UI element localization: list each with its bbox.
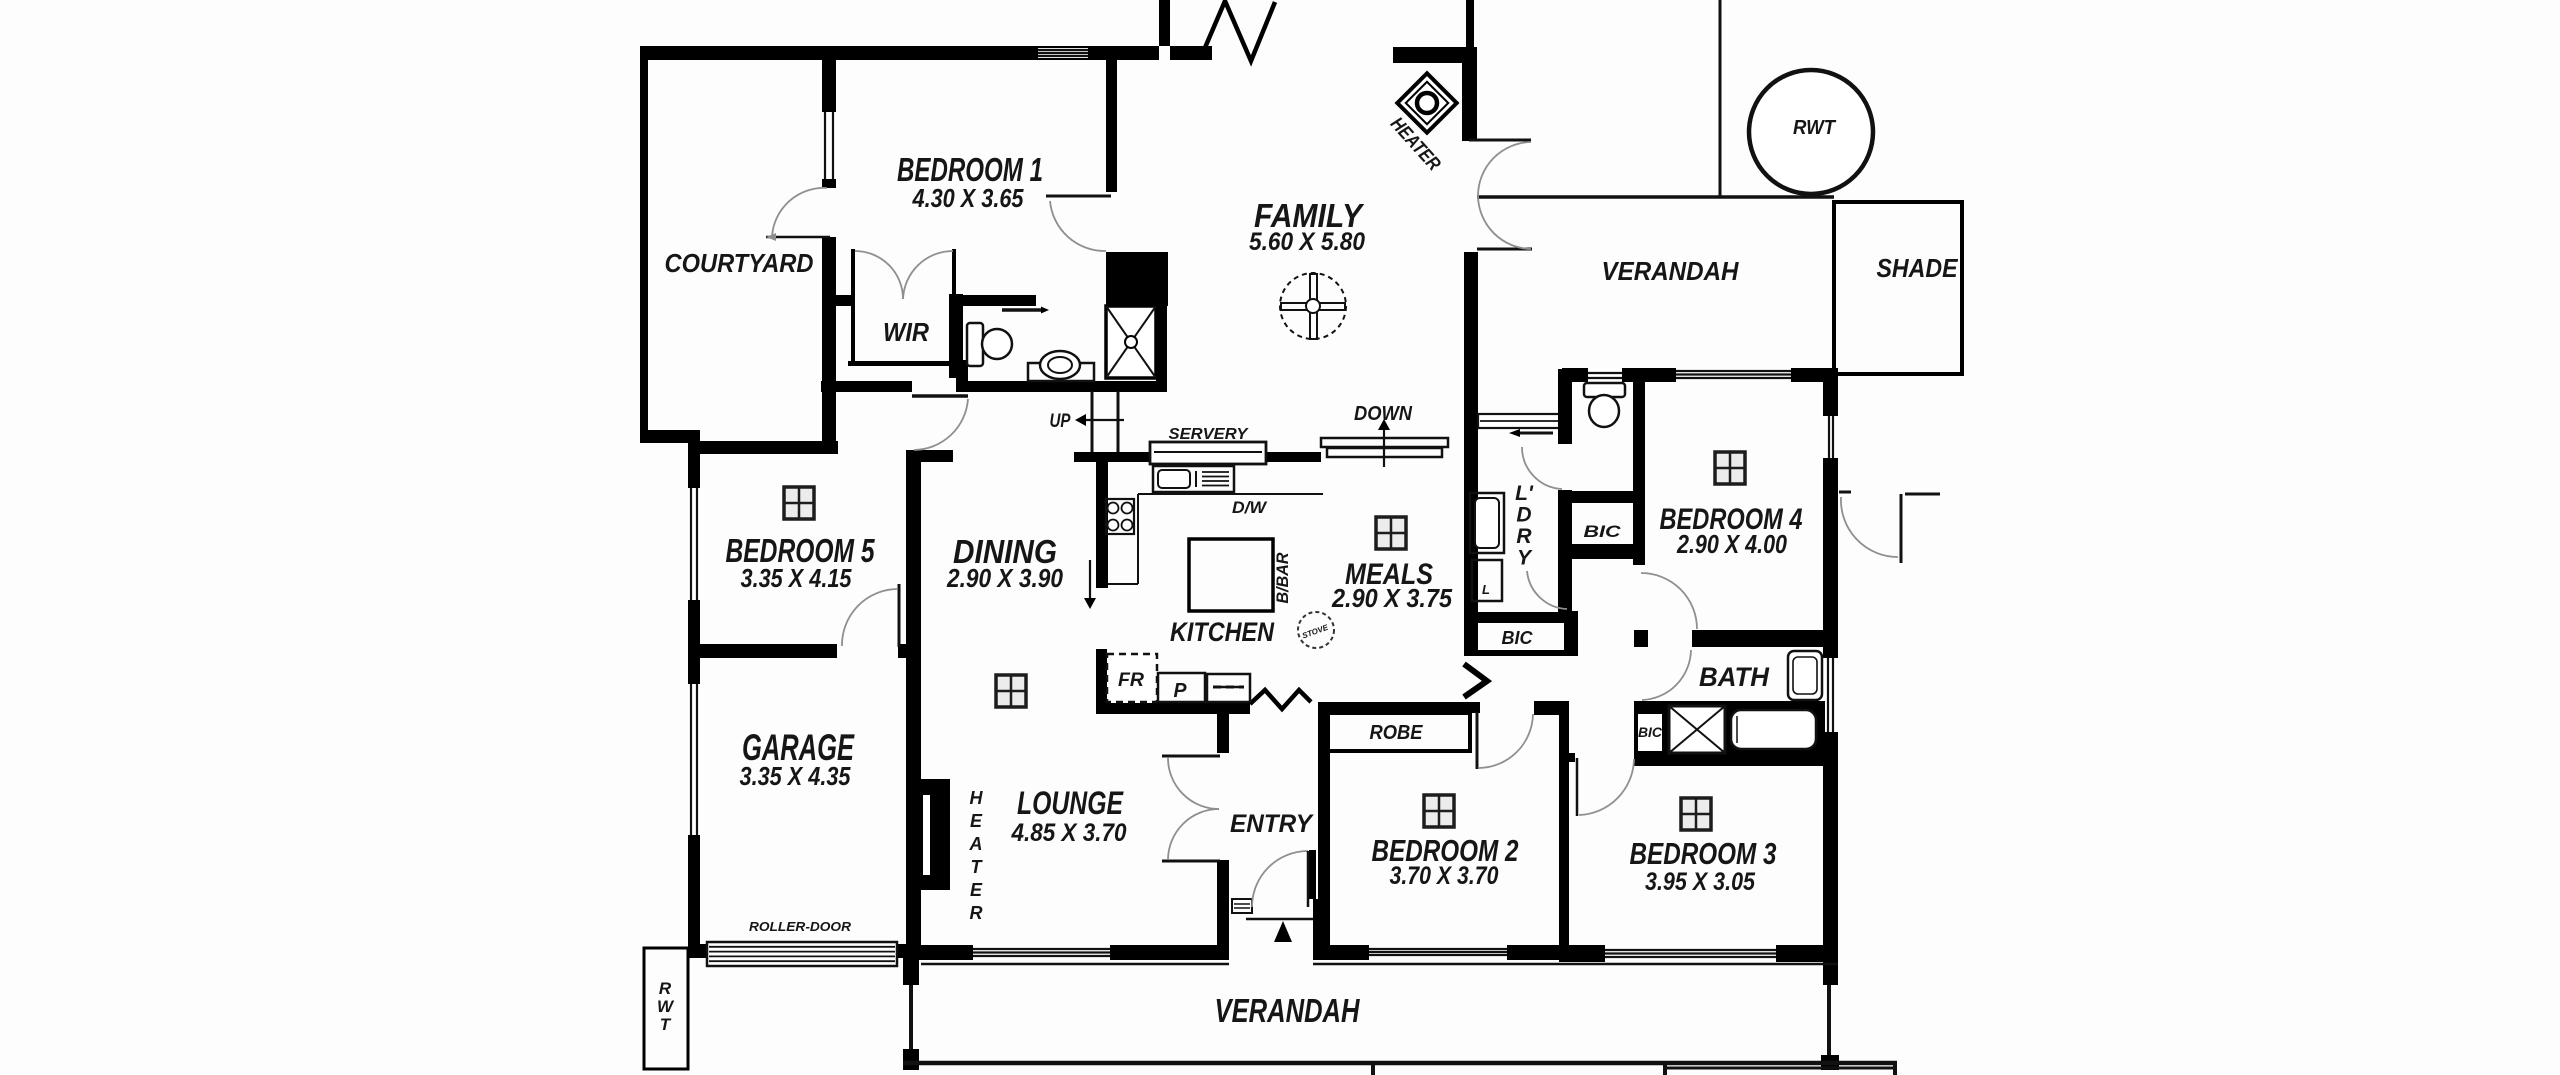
- svg-text:T: T: [971, 857, 984, 877]
- svg-text:UP: UP: [1050, 411, 1071, 432]
- svg-text:4.30 X 3.65: 4.30 X 3.65: [912, 183, 1024, 213]
- svg-text:A: A: [969, 834, 983, 854]
- svg-text:E: E: [970, 880, 983, 900]
- svg-text:R: R: [659, 979, 672, 998]
- svg-text:DINING: DINING: [953, 533, 1057, 570]
- svg-text:FR: FR: [1118, 670, 1144, 691]
- svg-text:3.35 X 4.35: 3.35 X 4.35: [740, 761, 851, 791]
- svg-text:BIC: BIC: [1638, 724, 1663, 740]
- svg-text:COURTYARD: COURTYARD: [665, 248, 814, 278]
- svg-text:3.35 X 4.15: 3.35 X 4.15: [741, 563, 852, 593]
- svg-text:VERANDAH: VERANDAH: [1215, 992, 1361, 1029]
- svg-text:3.95 X 3.05: 3.95 X 3.05: [1645, 868, 1756, 896]
- svg-text:SERVERY: SERVERY: [1169, 426, 1249, 443]
- svg-text:W: W: [657, 997, 675, 1016]
- svg-text:R: R: [1516, 525, 1532, 548]
- svg-text:GARAGE: GARAGE: [742, 727, 855, 768]
- svg-text:SHADE: SHADE: [1877, 253, 1959, 283]
- svg-text:4.85 X 3.70: 4.85 X 3.70: [1011, 819, 1127, 847]
- svg-text:ROLLER-DOOR: ROLLER-DOOR: [749, 919, 852, 934]
- svg-text:ROBE: ROBE: [1370, 722, 1424, 744]
- svg-text:3.70 X 3.70: 3.70 X 3.70: [1390, 862, 1499, 890]
- svg-text:L': L': [1515, 482, 1534, 505]
- svg-text:ENTRY: ENTRY: [1230, 810, 1314, 838]
- svg-text:BIC: BIC: [1502, 628, 1534, 648]
- svg-text:R: R: [970, 903, 983, 923]
- svg-text:KITCHEN: KITCHEN: [1170, 617, 1274, 647]
- svg-text:E: E: [970, 811, 983, 831]
- svg-text:L: L: [1482, 582, 1490, 597]
- svg-text:D: D: [1516, 504, 1531, 527]
- svg-text:T: T: [660, 1015, 672, 1034]
- svg-text:LOUNGE: LOUNGE: [1017, 785, 1124, 821]
- svg-text:FAMILY: FAMILY: [1254, 197, 1365, 234]
- svg-text:2.90 X 3.90: 2.90 X 3.90: [946, 563, 1063, 593]
- svg-text:DOWN: DOWN: [1354, 403, 1413, 425]
- svg-text:5.60 X 5.80: 5.60 X 5.80: [1249, 228, 1365, 256]
- svg-text:D/W: D/W: [1232, 498, 1268, 517]
- svg-text:BIC: BIC: [1584, 522, 1622, 541]
- svg-text:WIR: WIR: [883, 317, 929, 347]
- svg-text:B/BAR: B/BAR: [1273, 552, 1292, 604]
- svg-text:BEDROOM 2: BEDROOM 2: [1372, 833, 1519, 868]
- svg-text:BEDROOM 5: BEDROOM 5: [726, 532, 875, 569]
- svg-text:P: P: [1174, 680, 1188, 702]
- svg-text:2.90 X 4.00: 2.90 X 4.00: [1676, 529, 1787, 559]
- svg-text:2.90 X 3.75: 2.90 X 3.75: [1331, 583, 1452, 613]
- svg-text:BEDROOM 4: BEDROOM 4: [1660, 503, 1803, 536]
- svg-text:BATH: BATH: [1699, 662, 1769, 692]
- svg-text:Y: Y: [1517, 547, 1533, 570]
- svg-text:RWT: RWT: [1793, 117, 1837, 139]
- svg-text:BEDROOM 1: BEDROOM 1: [897, 151, 1043, 188]
- svg-text:BEDROOM 3: BEDROOM 3: [1630, 836, 1777, 871]
- svg-text:MEALS: MEALS: [1345, 558, 1433, 591]
- svg-text:H: H: [970, 788, 984, 808]
- svg-text:VERANDAH: VERANDAH: [1602, 256, 1740, 286]
